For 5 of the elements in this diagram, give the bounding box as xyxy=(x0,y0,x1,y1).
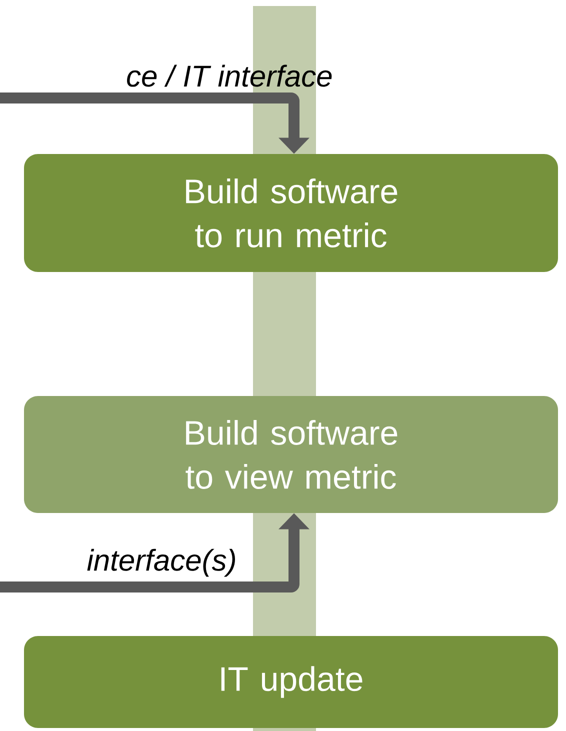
process-box: Build software to run metric xyxy=(24,154,558,272)
process-box: IT update xyxy=(24,636,558,728)
edge-label: interface(s) xyxy=(87,548,235,577)
process-box: Build software to view metric xyxy=(24,396,558,513)
edge-label: ce / IT interface xyxy=(127,64,332,87)
